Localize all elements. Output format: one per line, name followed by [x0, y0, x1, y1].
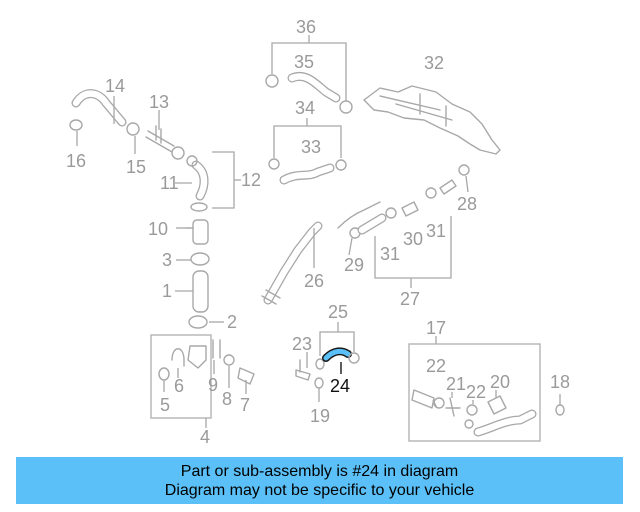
callout-4: 4 [200, 427, 210, 447]
callout-36: 36 [296, 17, 316, 37]
callout-8: 8 [222, 389, 232, 409]
callout-11: 11 [160, 173, 179, 193]
banner-line-1: Part or sub-assembly is #24 in diagram [180, 462, 459, 480]
callout-12: 12 [241, 170, 261, 190]
callout-31a: 31 [380, 244, 400, 264]
bracket-25 [319, 331, 355, 356]
clamp-36-icon [265, 74, 279, 88]
callout-22b: 22 [466, 382, 486, 402]
callout-23: 23 [292, 334, 312, 354]
callout-27: 27 [400, 289, 420, 309]
callout-34: 34 [295, 98, 315, 118]
callout-29: 29 [344, 255, 364, 275]
callout-7: 7 [240, 395, 250, 415]
callout-16: 16 [66, 151, 86, 171]
callout-28: 28 [457, 194, 477, 214]
hose-1-icon [192, 270, 209, 313]
clamp-3-icon [190, 252, 210, 266]
group-box-4 [150, 334, 212, 419]
clamp-16-icon [69, 119, 83, 131]
callout-25: 25 [328, 302, 348, 322]
callout-22a: 22 [426, 356, 446, 376]
thermostat-10-icon [192, 219, 209, 245]
bracket-27 [374, 216, 452, 279]
callout-33: 33 [301, 137, 321, 157]
parts-diagram: 1 2 3 4 5 6 7 8 9 10 11 12 13 14 15 16 1… [66, 17, 570, 447]
banner-line-2: Diagram may not be specific to your vehi… [164, 481, 475, 499]
fitting-23-icon [295, 359, 311, 381]
callout-20: 20 [490, 372, 510, 392]
callout-5: 5 [160, 395, 170, 415]
callout-13: 13 [149, 92, 169, 112]
clip-18-icon [555, 404, 565, 416]
callout-21: 21 [446, 374, 466, 394]
callout-10: 10 [148, 219, 168, 239]
callout-17: 17 [426, 318, 446, 338]
callout-18: 18 [550, 372, 570, 392]
bracket-12 [212, 151, 235, 209]
callout-31b: 31 [426, 221, 446, 241]
callout-32: 32 [424, 53, 444, 73]
callout-2: 2 [227, 312, 237, 332]
bracket-22-icon [411, 389, 435, 409]
callout-1: 1 [162, 281, 172, 301]
callout-3: 3 [162, 250, 172, 270]
callout-26: 26 [304, 271, 324, 291]
callout-30: 30 [403, 229, 423, 249]
callout-14: 14 [105, 76, 125, 96]
callout-6: 6 [174, 376, 184, 396]
callout-24: 24 [330, 376, 350, 396]
callout-19: 19 [310, 406, 330, 426]
tee-fitting-6-icon [187, 345, 207, 369]
clamp-2-icon [188, 315, 208, 329]
manifold-32-icon [363, 85, 501, 155]
info-banner: Part or sub-assembly is #24 in diagram D… [16, 457, 623, 504]
callout-35: 35 [294, 52, 314, 72]
fitting-13-icon [145, 125, 175, 153]
clamp-15-icon [126, 122, 140, 136]
group-box-17 [408, 343, 541, 442]
callout-15: 15 [126, 157, 146, 177]
callout-9: 9 [208, 375, 218, 395]
